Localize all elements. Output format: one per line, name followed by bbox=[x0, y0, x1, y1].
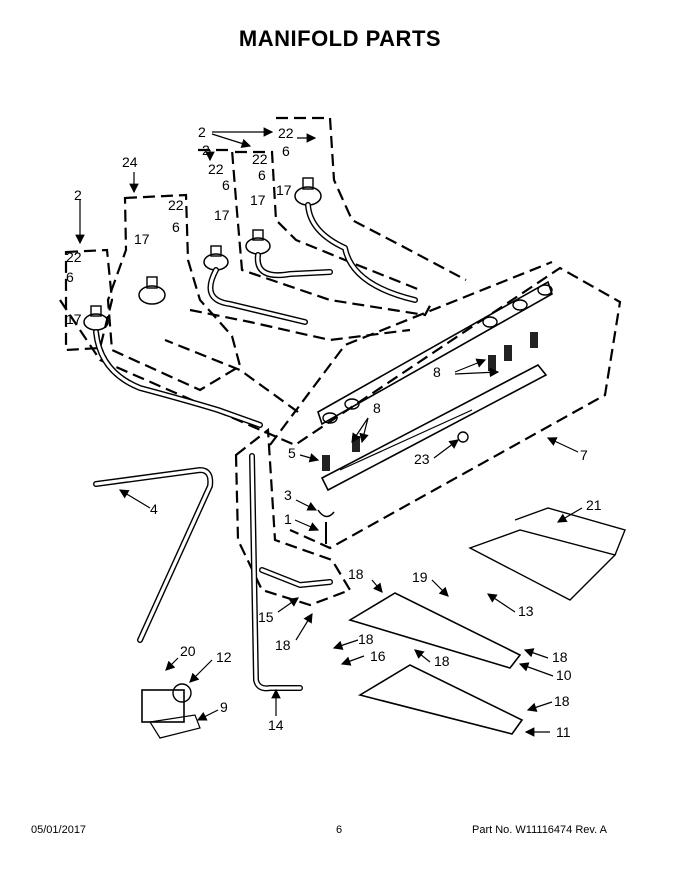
leader-lines bbox=[75, 127, 583, 737]
callout-20: 20 bbox=[180, 643, 196, 659]
callout-15: 15 bbox=[258, 609, 274, 625]
callout-10: 10 bbox=[556, 667, 572, 683]
callout-19: 19 bbox=[412, 569, 428, 585]
callout-22: 22 bbox=[252, 151, 268, 167]
callout-22: 22 bbox=[168, 197, 184, 213]
orifice-spuds bbox=[322, 332, 538, 471]
callout-6: 6 bbox=[258, 167, 266, 183]
callout-2: 2 bbox=[198, 124, 206, 140]
callout-6: 6 bbox=[282, 143, 290, 159]
callout-6: 6 bbox=[172, 219, 180, 235]
callout-8: 8 bbox=[433, 364, 441, 380]
footer-page-number: 6 bbox=[336, 824, 343, 836]
callout-17: 17 bbox=[214, 207, 230, 223]
callout-4: 4 bbox=[150, 501, 158, 517]
callout-2: 2 bbox=[202, 142, 210, 158]
callout-labels: 2 2 2 22 22 22 22 22 24 6 6 6 6 6 17 17 … bbox=[66, 124, 602, 740]
callout-16: 16 bbox=[370, 648, 386, 664]
callout-3: 3 bbox=[284, 487, 292, 503]
callout-22: 22 bbox=[208, 161, 224, 177]
page-title: MANIFOLD PARTS bbox=[238, 26, 442, 51]
callout-21: 21 bbox=[586, 497, 602, 513]
manifold-pipe bbox=[317, 280, 553, 544]
callout-22: 22 bbox=[278, 125, 294, 141]
callout-18: 18 bbox=[348, 566, 364, 582]
callout-18: 18 bbox=[275, 637, 291, 653]
callout-17: 17 bbox=[276, 182, 292, 198]
callout-18: 18 bbox=[554, 693, 570, 709]
callout-17: 17 bbox=[250, 192, 266, 208]
oven-burners bbox=[141, 507, 626, 739]
callout-6: 6 bbox=[222, 177, 230, 193]
assembly-outline bbox=[59, 116, 622, 607]
callout-22: 22 bbox=[66, 249, 82, 265]
callout-13: 13 bbox=[518, 603, 534, 619]
callout-2: 2 bbox=[74, 187, 82, 203]
callout-11: 11 bbox=[556, 724, 571, 740]
callout-8: 8 bbox=[373, 400, 381, 416]
callout-6: 6 bbox=[66, 269, 74, 285]
callout-24: 24 bbox=[122, 154, 138, 170]
callout-18: 18 bbox=[434, 653, 450, 669]
callout-23: 23 bbox=[414, 451, 430, 467]
callout-14: 14 bbox=[268, 717, 284, 733]
burner-valves bbox=[83, 177, 322, 331]
callout-1: 1 bbox=[284, 511, 292, 527]
callout-17: 17 bbox=[66, 311, 82, 327]
callout-18: 18 bbox=[358, 631, 374, 647]
callout-9: 9 bbox=[220, 699, 228, 715]
callout-5: 5 bbox=[288, 445, 296, 461]
gas-tubes bbox=[93, 202, 418, 692]
footer-date: 05/01/2017 bbox=[31, 824, 87, 836]
callout-18: 18 bbox=[552, 649, 568, 665]
callout-12: 12 bbox=[216, 649, 232, 665]
callout-7: 7 bbox=[580, 447, 588, 463]
footer-part-number: Part No. W11116474 Rev. A bbox=[472, 824, 607, 836]
callout-17: 17 bbox=[134, 231, 150, 247]
